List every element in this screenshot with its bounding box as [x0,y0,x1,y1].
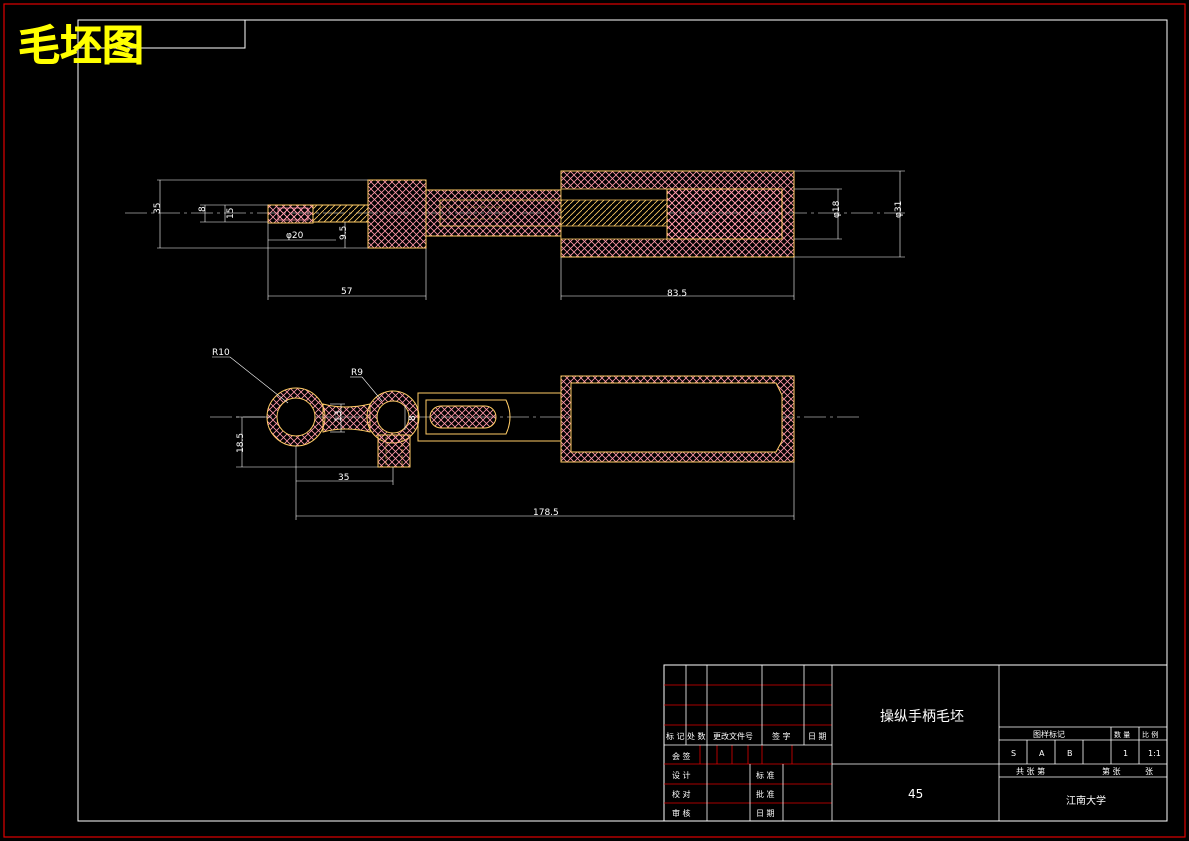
dim-8-top: 8 [198,206,208,212]
shaft-section [425,189,562,237]
label-check: 校 对 [672,789,691,799]
quantity-value: 1 [1123,749,1128,758]
dim-18-5: 18.5 [236,433,246,453]
part-name: 操纵手柄毛坯 [880,709,964,725]
stage-mark-s: S [1011,749,1016,758]
rev-header-doc: 更改文件号 [713,731,753,741]
label-date: 日 期 [756,809,775,818]
label-standard: 标 准 [756,770,775,780]
outer-border [3,3,1186,838]
dim-9-5: 9.5 [339,226,349,240]
label-review: 审 核 [672,808,691,818]
dim-8-front: 8 [408,415,418,421]
drawing-frame [77,19,1168,822]
dim-phi31: φ31 [894,201,904,218]
label-quantity: 数 量 [1114,730,1130,739]
rev-header-mark: 标 记 [666,731,685,741]
dim-phi18: φ18 [832,200,842,218]
dim-35-top: 35 [153,203,163,214]
label-design: 设 计 [672,770,691,780]
top-view: 35 8 15 φ20 9.5 57 83.5 φ18 φ31 [125,170,905,300]
label-approve: 批 准 [756,789,775,799]
school-name: 江南大学 [1066,794,1106,807]
stage-mark-a: A [1039,749,1045,758]
scale-value: 1:1 [1148,749,1161,758]
sheet-of-label: 张 [1145,767,1153,776]
material: 45 [908,787,923,801]
stage-mark-b: B [1067,749,1073,758]
slot [429,405,497,429]
dim-13: 13 [334,411,344,422]
rev-header-count: 处 数 [687,731,706,741]
title-label-box [77,19,246,49]
drawing-title: 毛坯图 [18,21,144,70]
dim-15-top: 15 [226,208,236,219]
dim-57: 57 [341,287,352,297]
dim-83-5: 83.5 [667,289,687,299]
sheet-number-label: 第 张 [1102,766,1121,776]
title-block: 标 记 处 数 更改文件号 签 字 日 期 会 签 设 计 校 对 审 核 标 … [663,664,1168,822]
label-scale: 比 例 [1142,730,1158,739]
middle-boss-section [367,179,427,249]
label-stage-mark: 图样标记 [1033,729,1065,739]
dim-r10: R10 [212,348,230,358]
front-view: R10 R9 13 8 18.5 35 178.5 [210,348,860,520]
label-countersign: 会 签 [672,751,691,761]
rev-header-sign: 签 字 [772,731,791,741]
dim-35-front: 35 [338,473,349,483]
total-sheets-label: 共 张 第 [1016,766,1045,776]
dim-r9: R9 [351,368,363,378]
dim-phi20: φ20 [286,231,304,241]
dim-178-5: 178.5 [533,508,559,518]
rev-header-date: 日 期 [808,732,827,741]
